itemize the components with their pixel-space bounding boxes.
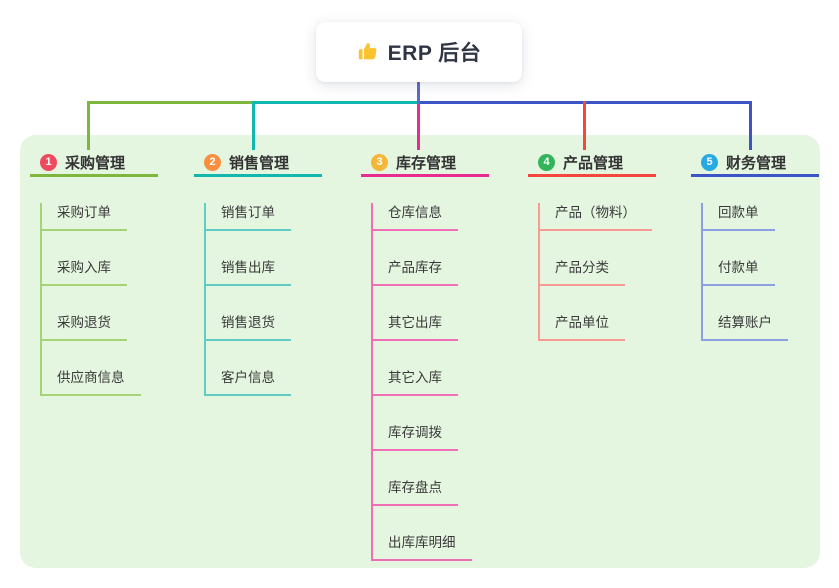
branch-number-badge: 2 bbox=[204, 153, 221, 171]
child-node[interactable]: 销售退货 bbox=[206, 313, 291, 341]
branch-header[interactable]: 5 财务管理 bbox=[691, 150, 819, 177]
child-node[interactable]: 产品库存 bbox=[373, 258, 458, 286]
branch-header[interactable]: 2 销售管理 bbox=[194, 150, 322, 177]
branch-number-badge: 5 bbox=[701, 153, 718, 171]
branch-number-badge: 3 bbox=[371, 153, 388, 171]
branch-number-badge: 4 bbox=[538, 153, 555, 171]
branch-number-badge: 1 bbox=[40, 153, 57, 171]
branch-label: 产品管理 bbox=[563, 154, 624, 172]
child-node[interactable]: 库存盘点 bbox=[373, 478, 458, 506]
branch-label: 采购管理 bbox=[65, 154, 126, 172]
child-node[interactable]: 采购退货 bbox=[42, 313, 127, 341]
child-node[interactable]: 供应商信息 bbox=[42, 368, 141, 396]
root-title: ERP 后台 bbox=[387, 42, 482, 65]
connector-stub-3 bbox=[417, 104, 420, 150]
child-node[interactable]: 产品分类 bbox=[540, 258, 625, 286]
branch-header[interactable]: 1 采购管理 bbox=[30, 150, 158, 177]
connector-bus-segment-1 bbox=[87, 101, 254, 104]
child-node[interactable]: 产品单位 bbox=[540, 313, 625, 341]
mindmap-panel bbox=[20, 135, 820, 568]
branch-procurement: 1 采购管理 采购订单 采购入库 采购退货 供应商信息 bbox=[30, 150, 200, 396]
connector-root-line bbox=[417, 82, 420, 104]
thumbs-up-icon bbox=[357, 41, 379, 63]
child-node[interactable]: 产品（物料） bbox=[540, 203, 652, 231]
connector-stub-5 bbox=[749, 101, 752, 150]
connector-stub-1 bbox=[87, 101, 90, 150]
branch-children-group: 采购订单 采购入库 采购退货 供应商信息 bbox=[40, 203, 141, 396]
branch-header[interactable]: 4 产品管理 bbox=[528, 150, 656, 177]
child-node[interactable]: 其它出库 bbox=[373, 313, 458, 341]
child-node[interactable]: 付款单 bbox=[703, 258, 775, 286]
child-node[interactable]: 出库库明细 bbox=[373, 533, 472, 561]
child-node[interactable]: 采购入库 bbox=[42, 258, 127, 286]
connector-stub-4 bbox=[583, 101, 586, 150]
branch-label: 财务管理 bbox=[726, 154, 787, 172]
branch-inventory: 3 库存管理 仓库信息 产品库存 其它出库 其它入库 库存调拨 库存盘点 出库库… bbox=[361, 150, 531, 561]
child-node[interactable]: 销售订单 bbox=[206, 203, 291, 231]
branch-children-group: 仓库信息 产品库存 其它出库 其它入库 库存调拨 库存盘点 出库库明细 bbox=[371, 203, 472, 561]
child-node[interactable]: 销售出库 bbox=[206, 258, 291, 286]
branch-children-group: 产品（物料） 产品分类 产品单位 bbox=[538, 203, 652, 341]
child-node[interactable]: 库存调拨 bbox=[373, 423, 458, 451]
branch-sales: 2 销售管理 销售订单 销售出库 销售退货 客户信息 bbox=[194, 150, 364, 396]
child-node[interactable]: 采购订单 bbox=[42, 203, 127, 231]
connector-bus-segment-2 bbox=[252, 101, 419, 104]
child-node[interactable]: 客户信息 bbox=[206, 368, 291, 396]
branch-children-group: 回款单 付款单 结算账户 bbox=[701, 203, 788, 341]
branch-product: 4 产品管理 产品（物料） 产品分类 产品单位 bbox=[528, 150, 698, 341]
branch-label: 库存管理 bbox=[396, 154, 457, 172]
branch-label: 销售管理 bbox=[229, 154, 290, 172]
child-node[interactable]: 结算账户 bbox=[703, 313, 788, 341]
child-node[interactable]: 其它入库 bbox=[373, 368, 458, 396]
branch-children-group: 销售订单 销售出库 销售退货 客户信息 bbox=[204, 203, 291, 396]
branch-header[interactable]: 3 库存管理 bbox=[361, 150, 489, 177]
branch-finance: 5 财务管理 回款单 付款单 结算账户 bbox=[691, 150, 839, 341]
connector-stub-2 bbox=[252, 101, 255, 150]
root-node[interactable]: ERP 后台 bbox=[316, 22, 522, 82]
child-node[interactable]: 回款单 bbox=[703, 203, 775, 231]
child-node[interactable]: 仓库信息 bbox=[373, 203, 458, 231]
